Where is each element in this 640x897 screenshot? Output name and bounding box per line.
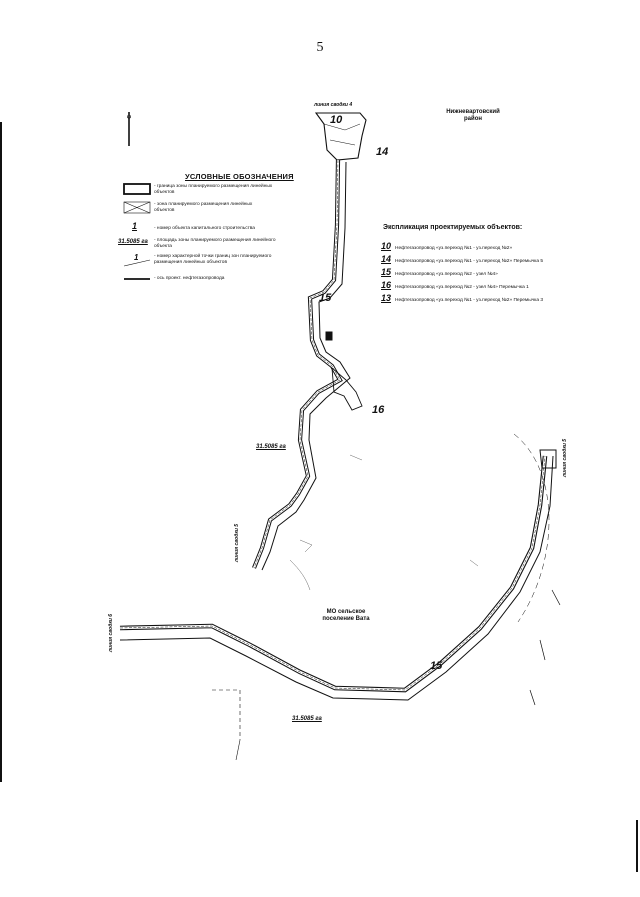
lower-corridor (119, 433, 561, 761)
terrain-marks (289, 454, 479, 591)
legend-object-number: 1 (132, 221, 138, 231)
map-object-10: 10 (330, 114, 343, 126)
sheet-line-5-right: линия сводки 5 (562, 438, 569, 478)
legend-zone-swatch (123, 201, 151, 214)
region-vata: МО сельское поселение Вата (322, 609, 370, 622)
region-nizhnevartovsky: Нижневартовский район (446, 109, 500, 122)
explication-text: Нефтегазопровод «уз.переход №2 - узел №4… (395, 285, 529, 290)
scan-edge-left (0, 122, 2, 782)
map-area-mid: 31.5085 га (256, 444, 286, 450)
page-number: 5 (316, 40, 324, 55)
map-object-15-upper: 15 (319, 292, 332, 304)
legend-point-leader (123, 259, 151, 267)
sheet-line-4: линия сводки 4 (314, 102, 353, 108)
explication-text: Нефтегазопровод «уз.переход №1 - уз.пере… (395, 246, 513, 251)
explication-title: Экспликация проектируемых объектов: (383, 224, 523, 231)
explication-text: Нефтегазопровод «уз.переход №1 - уз.пере… (395, 298, 544, 303)
sheet-line-5-left: линия сводки 5 (234, 523, 241, 563)
upper-corridor (252, 112, 367, 571)
explication-num: 14 (381, 254, 392, 264)
north-label: С (127, 115, 133, 119)
explication-text: Нефтегазопровод «уз.переход №2 - узел №4… (395, 272, 498, 277)
scan-edge-right (636, 820, 638, 872)
map-object-16: 16 (372, 404, 385, 416)
explication-num: 10 (381, 241, 392, 251)
explication-num: 15 (381, 267, 392, 277)
map-object-15-lower: 15 (430, 660, 443, 672)
explication-text: Нефтегазопровод «уз.переход №1 - уз.пере… (395, 259, 544, 264)
map-area-bottom: 31.5085 га (292, 716, 322, 722)
legend-point-sample: 1 (134, 253, 139, 262)
legend-row-area: - площадь зоны планируемого размещения л… (154, 238, 276, 249)
legend-row-object: - номер объекта капитального строительст… (154, 226, 255, 231)
legend-row-axis: - ось проект. нефтегазопровода (154, 276, 225, 281)
legend-boundary-swatch (123, 183, 151, 195)
legend-area-sample: 31.5085 га (118, 239, 148, 245)
legend-row-point: - номер характерной точки границ зон пла… (154, 254, 272, 265)
map-object-14: 14 (376, 146, 389, 158)
explication-num: 13 (381, 293, 392, 303)
legend-title: УСЛОВНЫЕ ОБОЗНАЧЕНИЯ (185, 172, 294, 181)
explication-num: 16 (381, 280, 392, 290)
sheet-line-6: линия сводки 6 (108, 613, 115, 653)
legend-row-zone: - зона планируемого размещения линейных … (154, 202, 253, 213)
legend-row-boundary: - граница зоны планируемого размещения л… (154, 184, 273, 195)
